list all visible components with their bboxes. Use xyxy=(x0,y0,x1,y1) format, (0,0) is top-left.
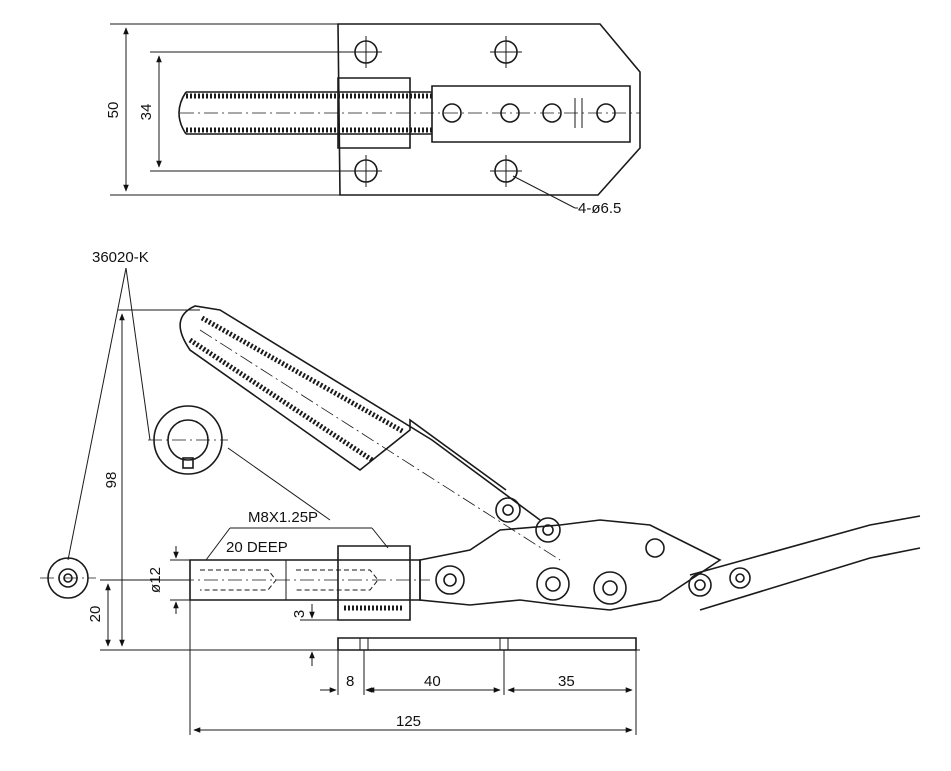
thread-label: M8X1.25P xyxy=(248,509,318,526)
depth-label: 20 DEEP xyxy=(226,539,288,556)
top-base-plate xyxy=(337,23,641,196)
top-guide-block xyxy=(337,77,411,149)
model-label: 36020-K xyxy=(92,249,149,266)
dim-34-label: 34 xyxy=(138,104,155,121)
dim-20-label: 20 xyxy=(87,606,104,623)
side-handle xyxy=(179,305,541,521)
holes-label: 4-ø6.5 xyxy=(578,200,621,217)
washer-detail xyxy=(40,557,96,599)
side-extension-arm xyxy=(689,515,921,611)
top-linkage xyxy=(431,85,631,143)
dim-40-label: 40 xyxy=(424,673,441,690)
dim-35-label: 35 xyxy=(558,673,575,690)
dim-125-label: 125 xyxy=(396,713,421,730)
dim-50-label: 50 xyxy=(105,102,122,119)
top-plunger xyxy=(186,93,432,133)
mounting-hole xyxy=(490,155,522,187)
side-base-plate xyxy=(337,637,637,651)
dim-3-label: 3 xyxy=(291,610,308,618)
dim-98-label: 98 xyxy=(103,472,120,489)
side-linkage xyxy=(419,519,722,611)
dim-8-label: 8 xyxy=(346,673,354,690)
top-view xyxy=(110,23,641,209)
mounting-hole xyxy=(490,36,522,68)
dia-label: ø12 xyxy=(147,567,164,593)
side-view xyxy=(40,267,921,735)
spindle-detail xyxy=(148,405,331,521)
